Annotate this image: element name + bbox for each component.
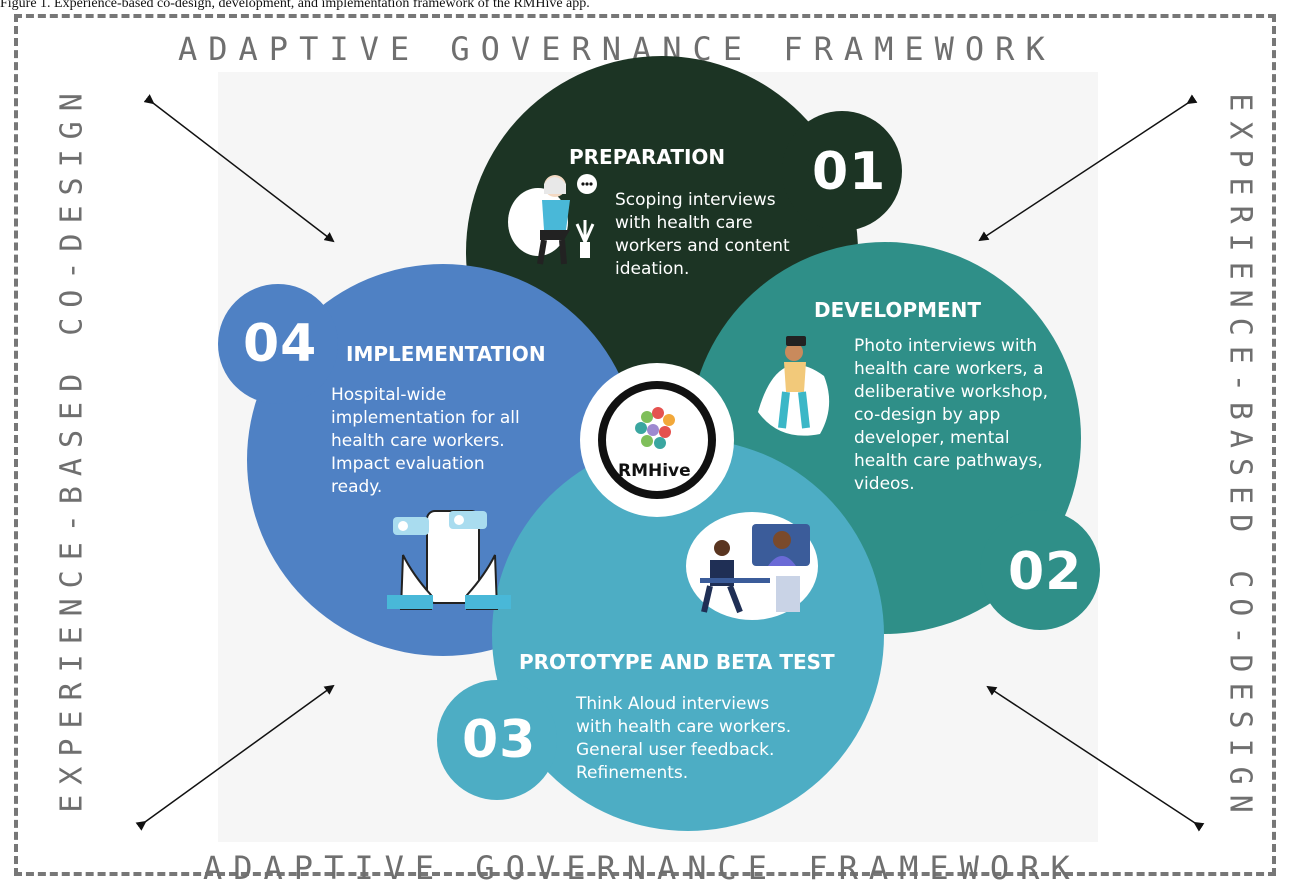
phase-03-number: 03: [462, 710, 537, 770]
person-thinking-illustration: [508, 174, 597, 265]
phase-01-description: Scoping interviews with health care work…: [615, 190, 790, 279]
phase-02-description: Photo interviews with health care worker…: [854, 336, 1049, 494]
arrow-bottom-right: [986, 685, 1205, 832]
phone-chat-illustration: [387, 510, 511, 610]
video-call-illustration: [686, 512, 818, 620]
phase-02-title: DEVELOPMENT: [814, 298, 982, 322]
phase-04-description: Hospital-wide implementation for all hea…: [331, 385, 520, 497]
phase-02-number: 02: [1008, 542, 1083, 602]
arrow-top-left: [143, 94, 335, 243]
phase-03-description: Think Aloud interviews with health care …: [576, 694, 792, 783]
frame-label-top: ADAPTIVE GOVERNANCE FRAMEWORK: [178, 30, 1056, 68]
phase-03-title: PROTOTYPE AND BETA TEST: [519, 650, 835, 674]
figure-caption: Figure 1. Experience-based co-design, de…: [0, 0, 590, 11]
phase-01-title: PREPARATION: [569, 145, 726, 169]
photographer-illustration: [758, 336, 830, 436]
frame-label-bottom: ADAPTIVE GOVERNANCE FRAMEWORK: [203, 849, 1081, 887]
dashed-frame: [14, 14, 1276, 876]
arrow-bottom-left: [135, 684, 335, 831]
phase-04-title: IMPLEMENTATION: [346, 342, 546, 366]
arrow-top-right: [978, 94, 1198, 242]
logo-label: RMHive: [618, 461, 691, 481]
rmhive-logo: [580, 363, 734, 517]
phase-01-number: 01: [812, 142, 887, 202]
phase-04-number: 04: [243, 314, 318, 374]
